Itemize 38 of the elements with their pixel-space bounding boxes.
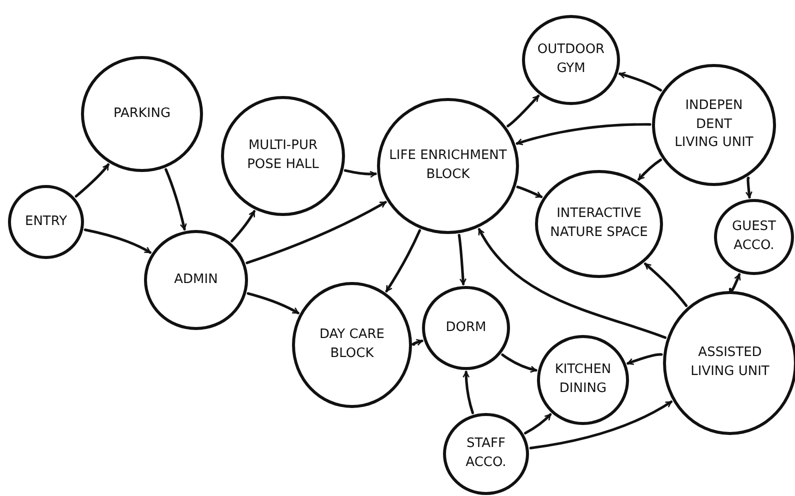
arrow (246, 292, 300, 314)
node-label: ADMIN (174, 270, 218, 289)
arrow (524, 413, 552, 434)
arrow (618, 72, 662, 92)
node-label: GUEST ACCO. (731, 218, 777, 255)
node-label: OUTDOOR GYM (536, 41, 606, 78)
node-label: KITCHEN DINING (554, 361, 612, 398)
arrow (529, 400, 672, 450)
arrow (462, 370, 474, 414)
node-label: MULTI-PUR POSE HALL (246, 137, 320, 174)
arrow (458, 234, 467, 286)
arrow (638, 158, 662, 181)
node-label: LIFE ENRICHMENT BLOCK (388, 147, 508, 184)
node-label: ASSISTED LIVING UNIT (690, 344, 770, 381)
arrow (230, 210, 256, 242)
arrow (516, 123, 652, 146)
node-label: STAFF ACCO. (464, 435, 508, 472)
node-label: PARKING (113, 104, 171, 123)
arrow (84, 228, 152, 254)
node-label: ENTRY (24, 212, 68, 231)
node-label: DORM (446, 318, 486, 337)
arrow (246, 200, 387, 264)
arrow (385, 229, 421, 292)
node-label: INTERACTIVE NATURE SPACE (549, 205, 649, 242)
arrow (74, 163, 110, 198)
arrow (478, 228, 666, 339)
arrow (412, 338, 424, 346)
node-label: DAY CARE BLOCK (318, 326, 386, 363)
node-label: INDEPEN DENT LIVING UNIT (674, 96, 754, 152)
arrow (626, 353, 663, 365)
arrow (164, 168, 187, 230)
arrow (501, 354, 538, 373)
arrow (506, 94, 540, 128)
arrow (728, 273, 741, 293)
arrow (745, 176, 752, 198)
arrow (344, 169, 377, 178)
arrow (644, 262, 688, 307)
arrow (516, 186, 543, 198)
